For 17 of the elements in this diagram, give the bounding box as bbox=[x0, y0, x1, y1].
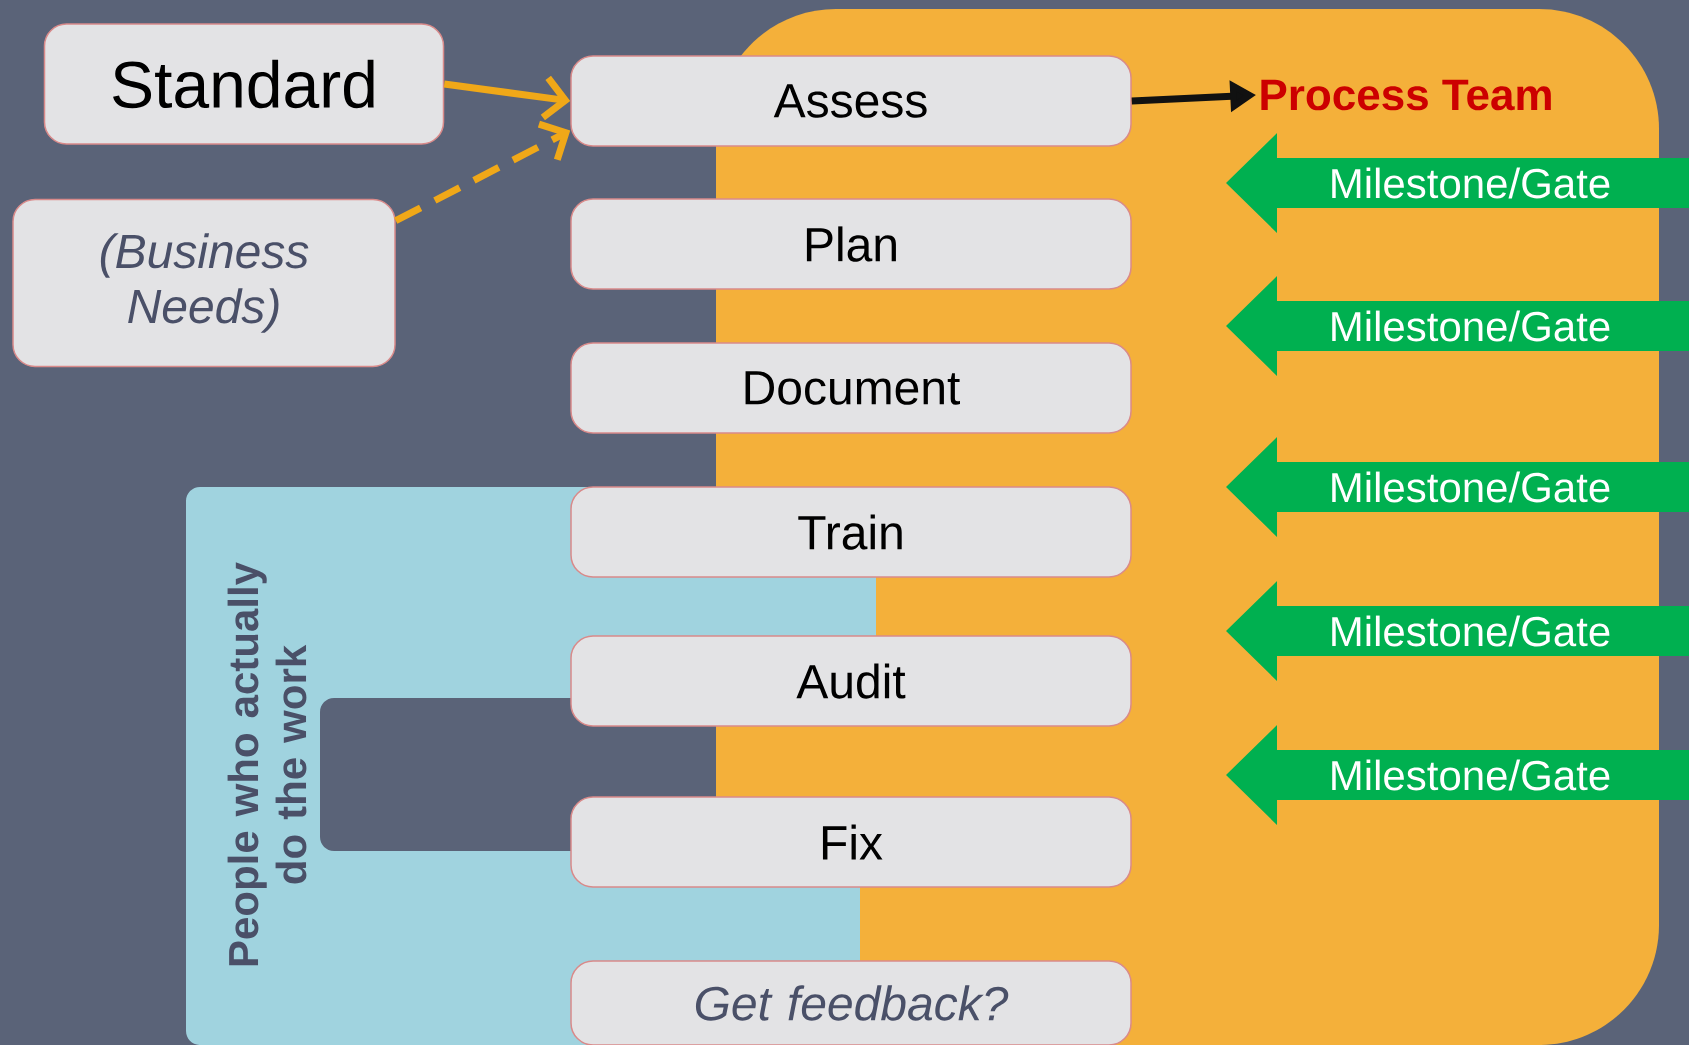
process-box: Get feedback? bbox=[570, 960, 1132, 1045]
milestone-tag: Milestone/Gate bbox=[1226, 276, 1689, 376]
milestone-tag: Milestone/Gate bbox=[1226, 133, 1689, 233]
process-box: Train bbox=[570, 486, 1132, 578]
milestone-tag: Milestone/Gate bbox=[1226, 581, 1689, 681]
process-box: Assess bbox=[570, 55, 1132, 147]
milestone-tag: Milestone/Gate bbox=[1226, 725, 1689, 825]
process-box: Fix bbox=[570, 796, 1132, 888]
arrow bbox=[443, 75, 571, 121]
process-box: (Business Needs) bbox=[12, 198, 396, 368]
milestone-tag: Milestone/Gate bbox=[1226, 437, 1689, 537]
arrow bbox=[394, 120, 571, 224]
team-label: Process Team bbox=[1261, 79, 1551, 111]
process-box: Plan bbox=[570, 198, 1132, 290]
process-box: Standard bbox=[43, 23, 445, 145]
process-box: Document bbox=[570, 342, 1132, 434]
process-box: Audit bbox=[570, 635, 1132, 727]
